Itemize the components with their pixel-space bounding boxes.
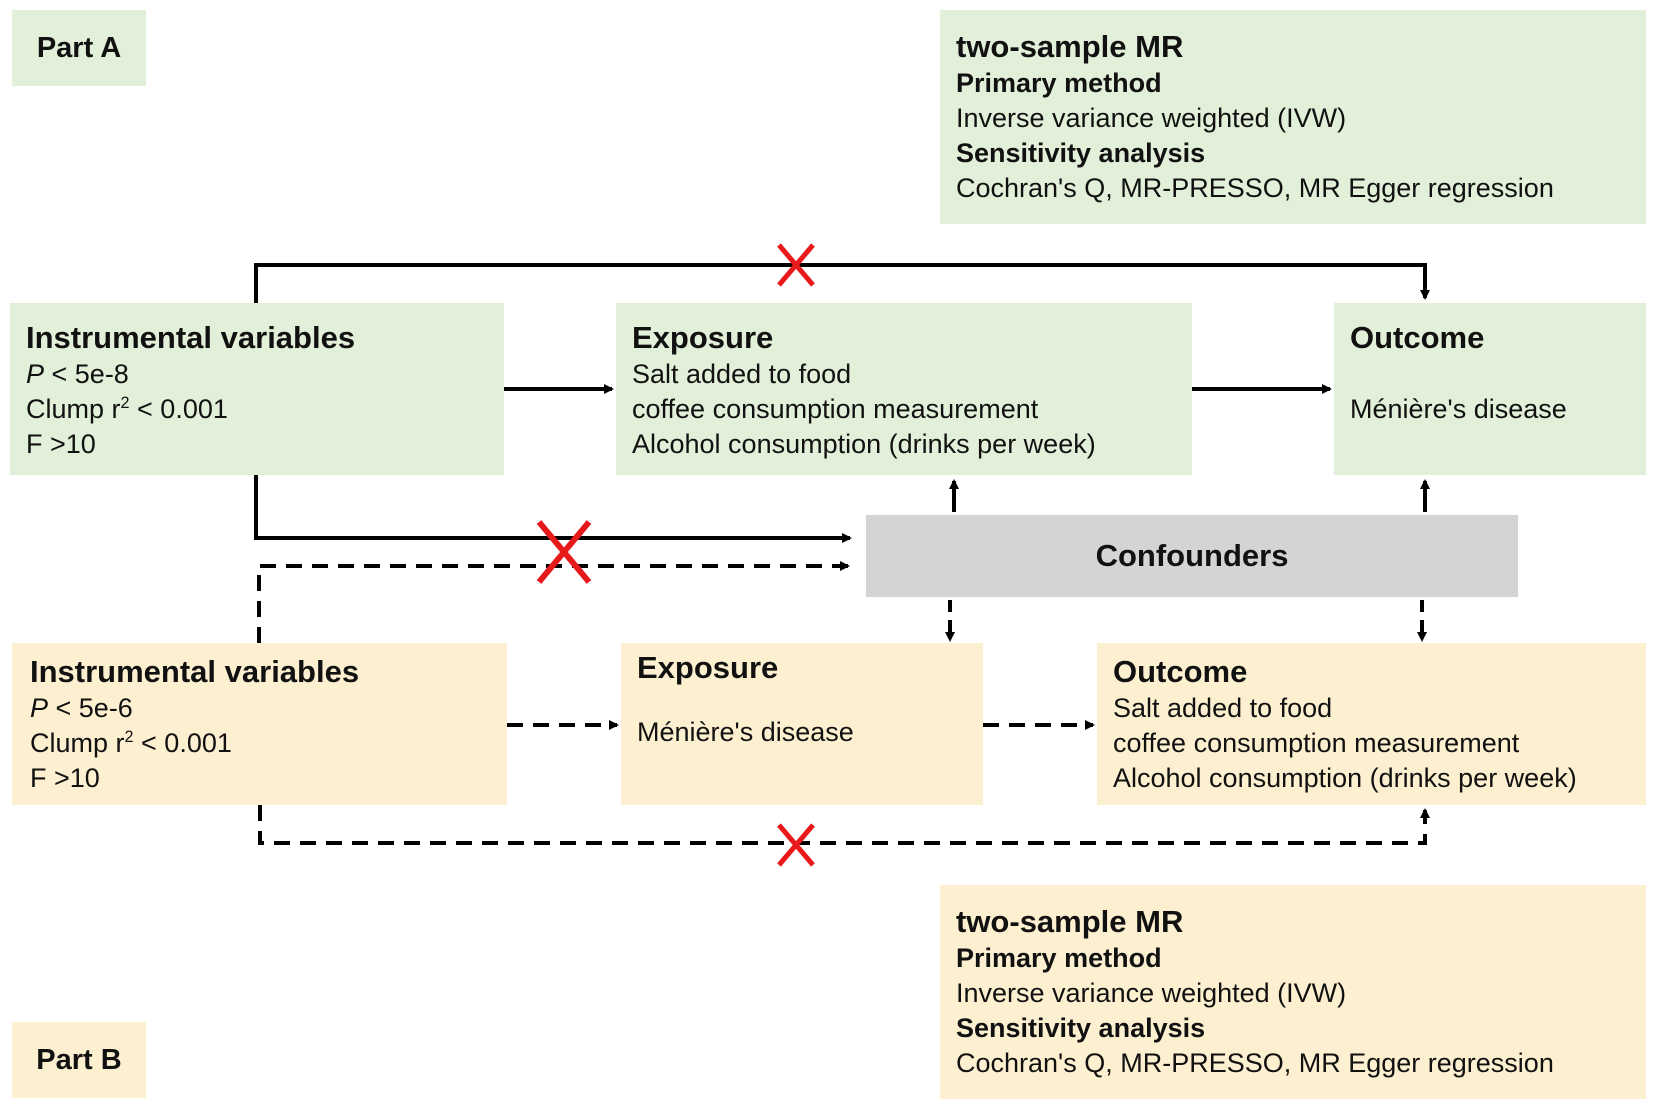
part-a-method-box: two-sample MR Primary method Inverse var…	[940, 10, 1646, 224]
outcome-title: Outcome	[1113, 654, 1248, 689]
primary-method-value: Inverse variance weighted (IVW)	[956, 978, 1347, 1008]
confounders-box: Confounders	[866, 515, 1518, 597]
part-a-iv-to-outcome-direct-path	[254, 263, 1430, 305]
primary-method-heading: Primary method	[956, 943, 1162, 973]
outcome-item: Salt added to food	[1113, 693, 1333, 723]
blocked-mark-part-b-direct	[777, 823, 815, 867]
primary-method-value: Inverse variance weighted (IVW)	[956, 103, 1347, 133]
part-b-outcome-box: Outcome Salt added to food coffee consum…	[1097, 643, 1646, 805]
part-a-iv-to-confounders-path	[254, 475, 852, 543]
part-b-instrumental-variables-box: Instrumental variables P < 5e-6 Clump r2…	[12, 643, 507, 805]
sensitivity-analysis-value: Cochran's Q, MR-PRESSO, MR Egger regress…	[956, 173, 1554, 203]
iv-p-threshold: P < 5e-8	[26, 359, 129, 389]
blocked-mark-confounders	[536, 520, 592, 584]
iv-f-statistic: F >10	[26, 429, 96, 459]
exposure-item: Alcohol consumption (drinks per week)	[632, 429, 1096, 459]
confounders-label: Confounders	[1095, 538, 1289, 573]
outcome-title: Outcome	[1350, 320, 1485, 355]
part-a-outcome-box: Outcome Ménière's disease	[1334, 303, 1646, 475]
part-a-label-text: Part A	[36, 32, 122, 64]
iv-clump-threshold: Clump r2 < 0.001	[30, 728, 232, 758]
iv-title: Instrumental variables	[30, 654, 360, 689]
method-title: two-sample MR	[956, 904, 1184, 939]
outcome-item: coffee consumption measurement	[1113, 728, 1520, 758]
exposure-item: coffee consumption measurement	[632, 394, 1039, 424]
sensitivity-analysis-heading: Sensitivity analysis	[956, 1013, 1206, 1043]
exposure-title: Exposure	[632, 320, 774, 355]
exposure-item: Salt added to food	[632, 359, 852, 389]
part-a-instrumental-variables-box: Instrumental variables P < 5e-8 Clump r2…	[10, 303, 504, 475]
method-title: two-sample MR	[956, 29, 1184, 64]
primary-method-heading: Primary method	[956, 68, 1162, 98]
sensitivity-analysis-value: Cochran's Q, MR-PRESSO, MR Egger regress…	[956, 1048, 1554, 1078]
blocked-mark-part-a-direct	[777, 243, 815, 287]
outcome-item: Ménière's disease	[1350, 394, 1567, 424]
outcome-item: Alcohol consumption (drinks per week)	[1113, 763, 1577, 793]
part-b-exposure-box: Exposure Ménière's disease	[621, 643, 983, 805]
part-a-label: Part A	[12, 10, 146, 86]
iv-clump-threshold: Clump r2 < 0.001	[26, 394, 228, 424]
iv-f-statistic: F >10	[30, 763, 100, 793]
part-b-label-text: Part B	[36, 1044, 122, 1076]
part-a-exposure-box: Exposure Salt added to food coffee consu…	[616, 303, 1192, 475]
part-b-method-box: two-sample MR Primary method Inverse var…	[940, 885, 1646, 1099]
exposure-title: Exposure	[637, 650, 779, 685]
iv-p-threshold: P < 5e-6	[30, 693, 133, 723]
sensitivity-analysis-heading: Sensitivity analysis	[956, 138, 1206, 168]
iv-title: Instrumental variables	[26, 320, 356, 355]
part-b-iv-to-outcome-direct-path	[258, 805, 1430, 845]
exposure-item: Ménière's disease	[637, 717, 854, 747]
part-b-iv-to-confounders-path	[257, 561, 850, 643]
part-b-label: Part B	[12, 1022, 146, 1098]
